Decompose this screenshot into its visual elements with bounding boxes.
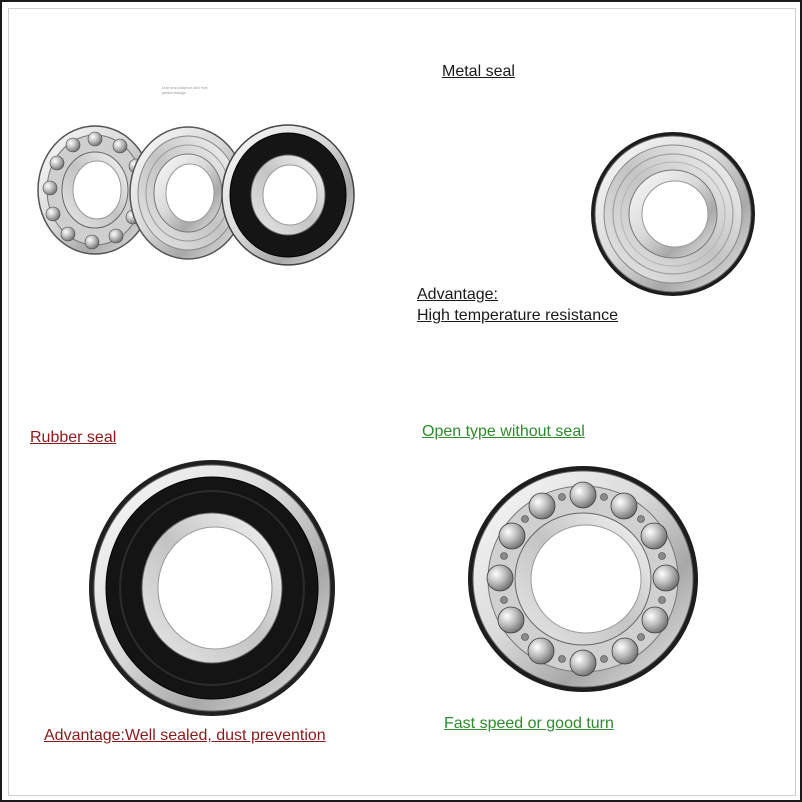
rubber-seal-title: Rubber seal	[30, 429, 117, 446]
open-advantage-text: Fast speed or good turn	[444, 715, 614, 732]
metal-shield-bearing-small-icon	[129, 126, 247, 260]
open-bearing-small-icon	[37, 125, 153, 255]
metal-advantage-text: High temperature resistance	[417, 307, 618, 324]
open-type-bearing-image	[468, 466, 698, 692]
rubber-seal-bearing-small-icon	[221, 124, 355, 266]
metal-advantage-heading: Advantage:	[417, 286, 498, 303]
tiny-caption-line2: grease leakage	[162, 91, 186, 95]
rubber-seal-bearing-image	[89, 460, 335, 716]
metal-seal-title: Metal seal	[442, 63, 515, 80]
open-type-title: Open type without seal	[422, 423, 585, 440]
rubber-advantage-text: Advantage:Well sealed, dust prevention	[44, 727, 326, 744]
metal-seal-bearing-image	[591, 132, 755, 296]
tiny-caption-line1: Dust seal dustproof dust from	[162, 86, 208, 90]
